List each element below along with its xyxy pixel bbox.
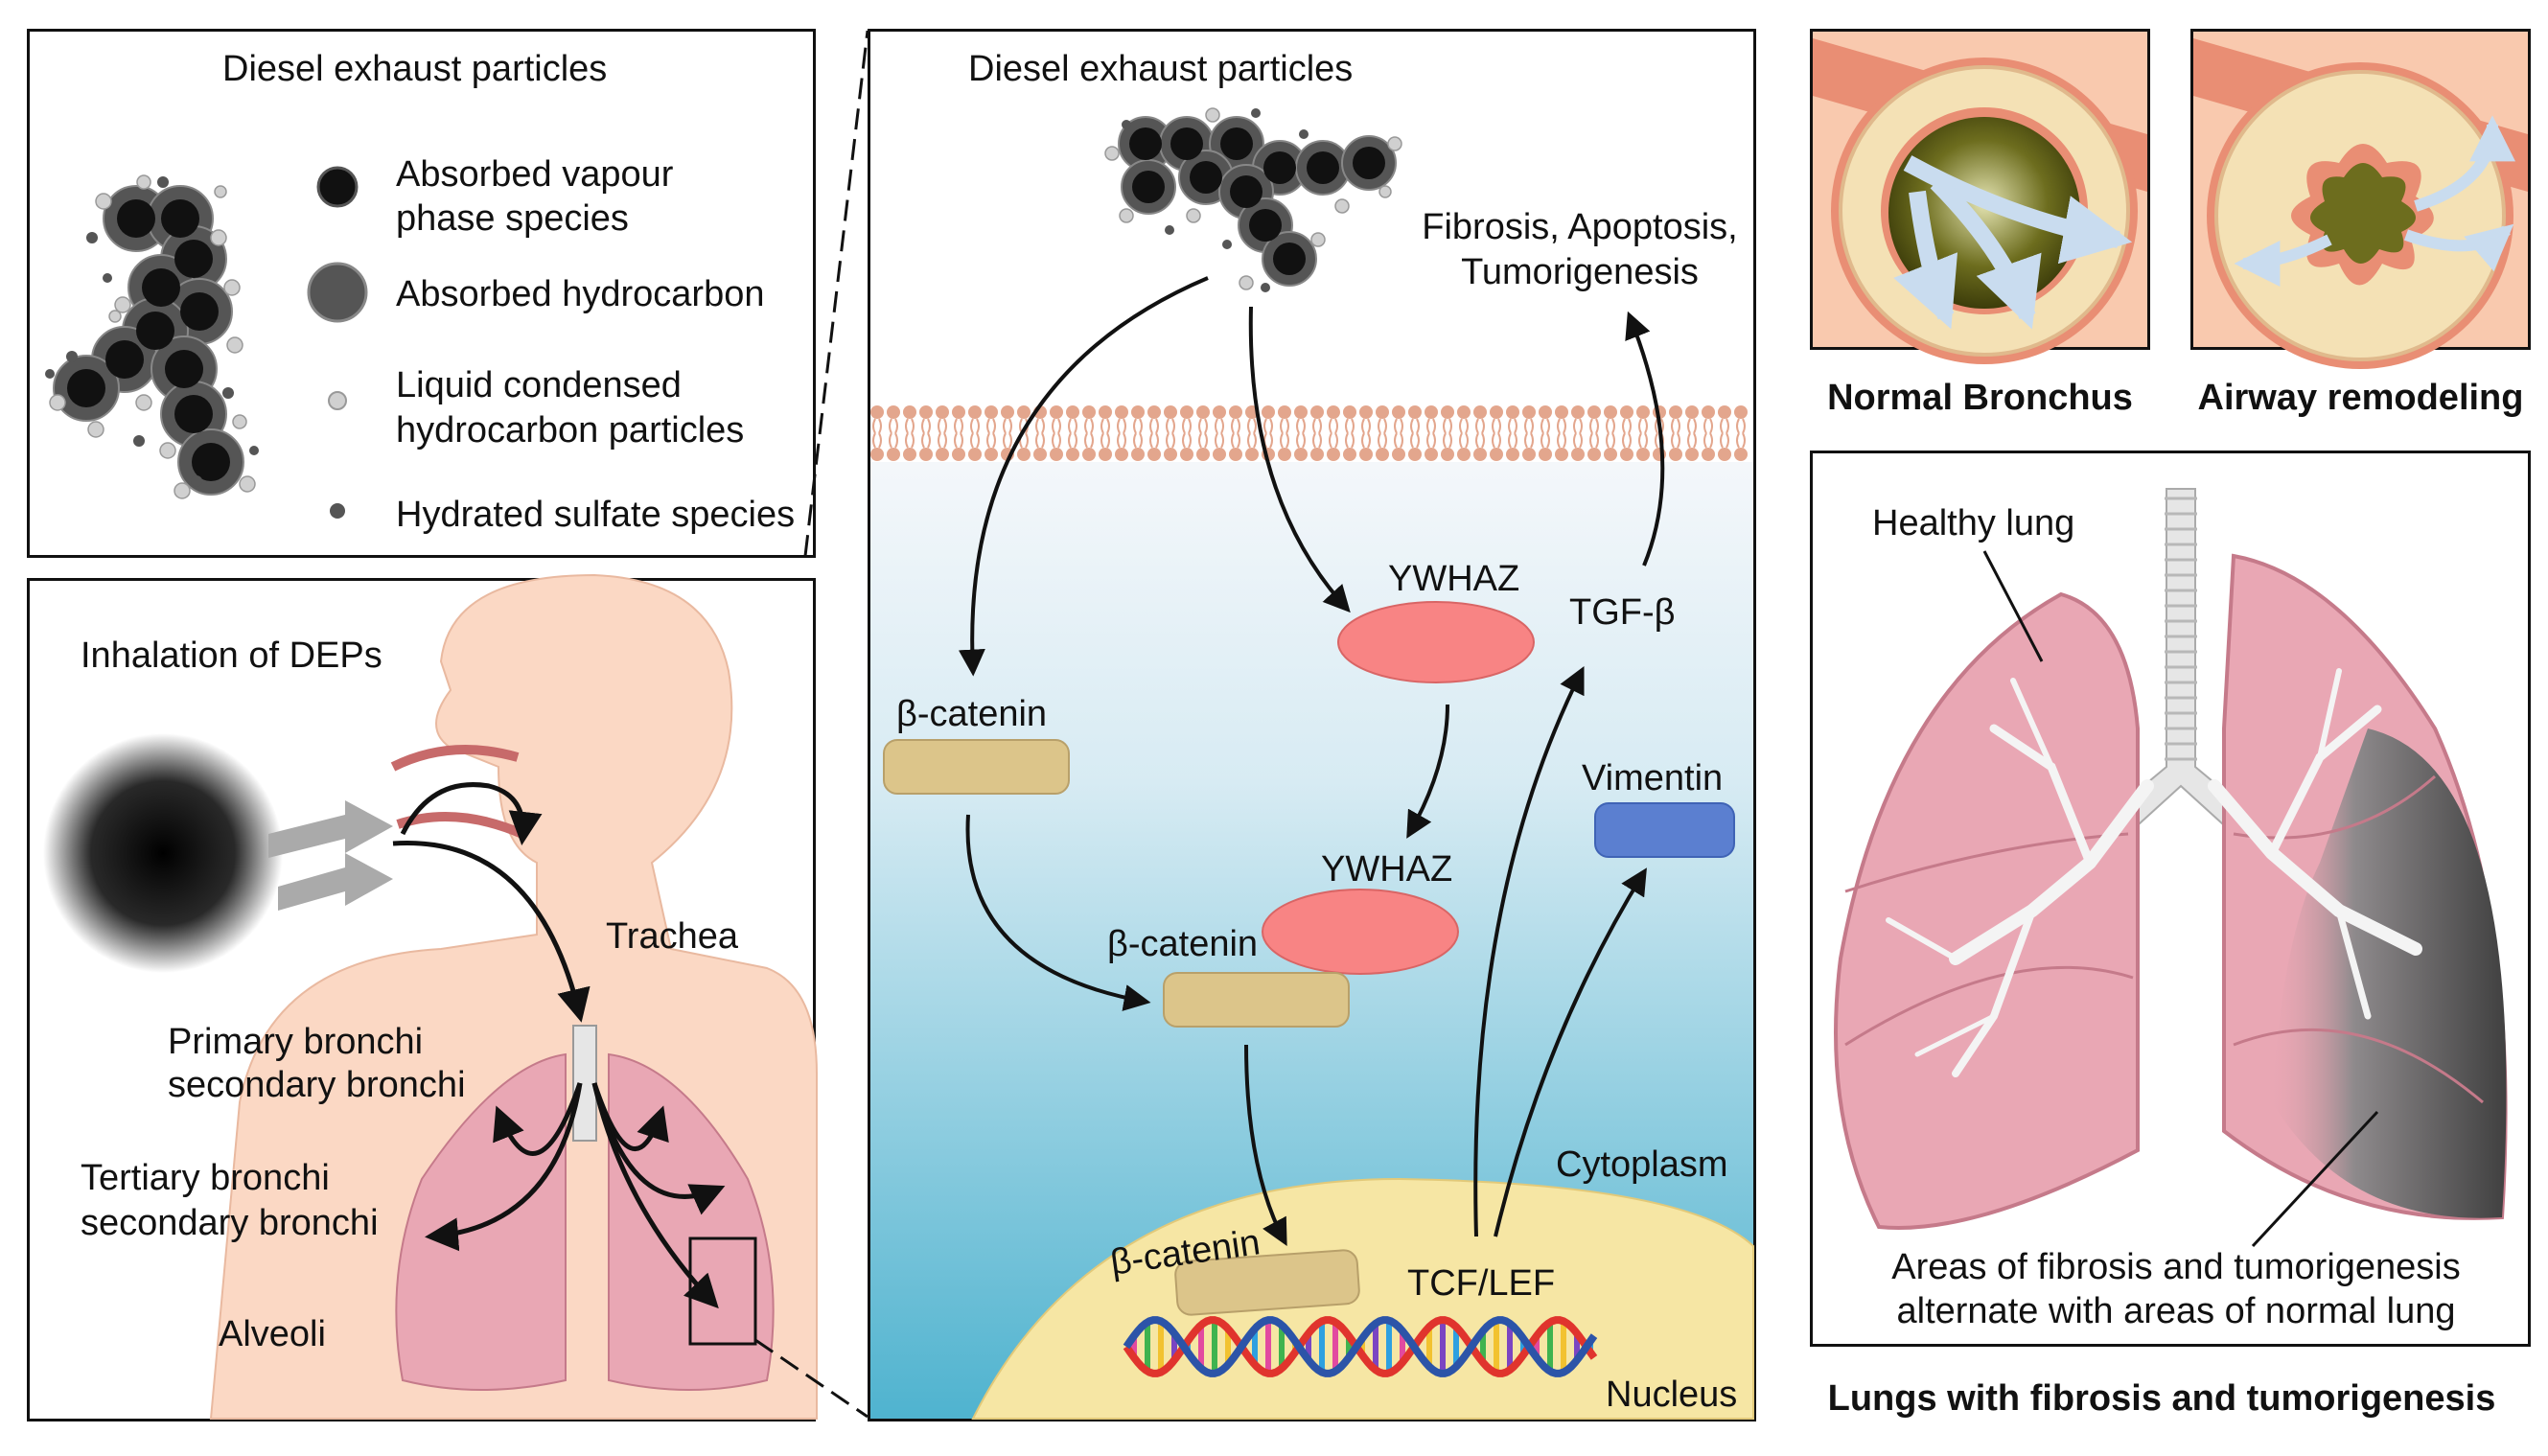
inhale-arrows-icon [268, 800, 393, 911]
beta-catenin-2-shape [1163, 972, 1350, 1028]
outcome-label-1: Fibrosis, Apoptosis, [1422, 207, 1738, 247]
hydrocarbon-symbol [307, 262, 368, 323]
healthy-lung-label: Healthy lung [1872, 503, 2075, 543]
areas-label-1: Areas of fibrosis and tumorigenesis [1891, 1247, 2461, 1287]
vapour-phase-symbol [316, 166, 359, 208]
lungs-large-icon [1834, 488, 2508, 1248]
arrow-complex-to-nucleus [1244, 1044, 1287, 1246]
primary-bronchi-label-1: Primary bronchi [168, 1022, 424, 1062]
lungs-caption: Lungs with fibrosis and tumorigenesis [1827, 1378, 2496, 1419]
legend-item-1-line1: Absorbed vapour [396, 154, 674, 195]
ywhaz-top-label: YWHAZ [1388, 559, 1520, 599]
legend-item-2-line1: Absorbed hydrocarbon [396, 274, 765, 314]
inhalation-title: Inhalation of DEPs [81, 636, 382, 676]
primary-bronchi-label-2: secondary bronchi [168, 1065, 466, 1105]
normal-bronchus-label: Normal Bronchus [1827, 378, 2133, 418]
airway-remodeling-label: Airway remodeling [2197, 378, 2524, 418]
beta-catenin-1-shape [883, 739, 1070, 795]
legend-title: Diesel exhaust particles [222, 49, 608, 89]
nucleus-area [971, 1177, 1754, 1420]
airflow-arrows [392, 782, 726, 1309]
beta-catenin-3-shape [1174, 1249, 1360, 1316]
vimentin-label: Vimentin [1582, 758, 1724, 798]
particle-cluster-icon [45, 174, 259, 499]
arrow-beta-to-complex [965, 814, 1151, 1011]
arrow-dep-to-ywhaz [1248, 306, 1351, 613]
pathway-title: Diesel exhaust particles [968, 49, 1354, 89]
arrow-tcf-to-vimentin [1494, 867, 1647, 1237]
arrow-tcf-to-tgfb [1473, 665, 1585, 1237]
liquid-particle-symbol [328, 391, 347, 410]
ywhaz-top-shape [1337, 601, 1535, 683]
dep-cluster-icon [1104, 107, 1402, 292]
remodeled-bronchus-icon [2193, 32, 2528, 369]
dep-cloud-icon [43, 733, 283, 973]
alveoli-label: Alveoli [219, 1314, 326, 1354]
nucleus-label: Nucleus [1606, 1375, 1738, 1415]
legend-item-4-line1: Hydrated sulfate species [396, 495, 796, 535]
sulfate-symbol [330, 503, 345, 519]
zoom-box [688, 1236, 757, 1346]
cytoplasm-label: Cytoplasm [1556, 1144, 1728, 1185]
legend-item-1-line2: phase species [396, 198, 629, 239]
areas-label-2: alternate with areas of normal lung [1896, 1291, 2456, 1331]
legend-item-3-line1: Liquid condensed [396, 365, 682, 405]
tgfb-label: TGF-β [1569, 592, 1676, 633]
beta-catenin-1-label: β-catenin [896, 694, 1048, 734]
trachea-label: Trachea [606, 916, 738, 957]
arrow-dep-to-beta-catenin [958, 276, 1209, 677]
tertiary-bronchi-label-2: secondary bronchi [81, 1203, 379, 1243]
normal-bronchus-icon [1813, 32, 2147, 364]
arrow-ywhaz-to-ywhaz [1406, 704, 1449, 839]
arrow-tgfb-to-outcome [1625, 311, 1665, 566]
vimentin-shape [1594, 802, 1735, 858]
ywhaz-mid-label: YWHAZ [1321, 849, 1453, 890]
tertiary-bronchi-label-1: Tertiary bronchi [81, 1158, 330, 1198]
legend-item-3-line2: hydrocarbon particles [396, 410, 745, 451]
ywhaz-mid-shape [1262, 889, 1459, 975]
tcf-lef-label: TCF/LEF [1407, 1263, 1556, 1304]
dna-helix-icon [1123, 1316, 1598, 1377]
cell-membrane [870, 403, 1753, 462]
outcome-label-2: Tumorigenesis [1461, 252, 1699, 292]
beta-catenin-2-label: β-catenin [1107, 924, 1259, 964]
